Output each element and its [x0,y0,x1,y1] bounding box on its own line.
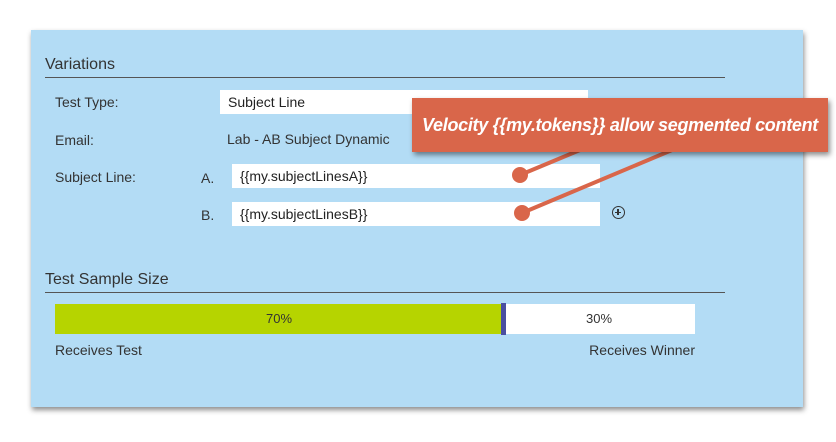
sample-size-slider[interactable]: 70% 30% [55,303,695,335]
receives-winner-label: Receives Winner [589,342,695,358]
subject-line-a-letter: A. [201,170,215,186]
receives-test-segment: 70% [55,304,503,334]
circle-plus-icon[interactable] [612,206,625,219]
velocity-tokens-callout: Velocity {{my.tokens}} allow segmented c… [412,98,828,152]
ab-test-settings-panel: Variations Test Type: Subject Line Email… [31,30,803,407]
email-label: Email: [55,132,94,148]
subject-line-b-letter: B. [201,207,215,223]
test-type-label: Test Type: [55,94,119,110]
test-percent-value: 70% [265,311,293,326]
test-sample-size-section-title: Test Sample Size [45,271,725,293]
variations-section-title: Variations [45,56,725,78]
receives-winner-segment: 30% [503,304,695,334]
subject-line-b-input[interactable]: {{my.subjectLinesB}} [232,202,600,226]
winner-percent-value: 30% [585,311,613,326]
slider-handle[interactable] [501,303,506,335]
subject-line-label: Subject Line: [55,169,136,185]
email-value: Lab - AB Subject Dynamic [227,131,390,147]
receives-test-label: Receives Test [55,342,142,358]
subject-line-a-input[interactable]: {{my.subjectLinesA}} [232,164,600,188]
